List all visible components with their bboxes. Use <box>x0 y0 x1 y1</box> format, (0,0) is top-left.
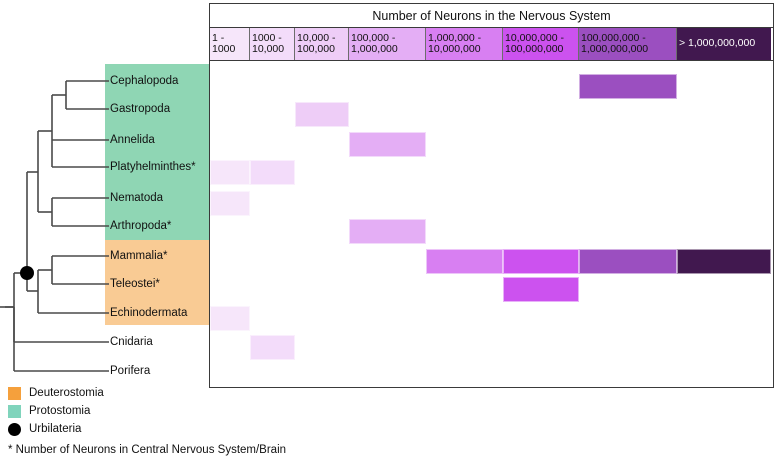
legend-dot-urbilateria <box>8 423 21 436</box>
matrix-bar-cnidaria-bin-2 <box>250 335 295 360</box>
taxon-label-cephalopoda: Cephalopoda <box>110 75 179 87</box>
taxon-label-platyhelminthes: Platyhelminthes* <box>110 161 196 173</box>
matrix-bar-platyhelminthes-bin-1 <box>210 160 250 185</box>
bin-range-line-1: 100,000 - <box>351 31 396 44</box>
matrix-bar-echinodermata-bin-1 <box>210 306 250 331</box>
matrix-bar-platyhelminthes-bin-2 <box>250 160 295 185</box>
matrix-bar-teleostei-bin-6 <box>503 277 579 302</box>
taxon-label-arthropoda: Arthropoda* <box>110 220 172 232</box>
legend-label-urbilateria: Urbilateria <box>29 423 82 435</box>
bin-range-line-1: 1000 - <box>252 31 282 44</box>
bin-range-line-2: 100,000 <box>297 43 335 55</box>
figure-legend: Deuterostomia Protostomia Urbilateria * … <box>8 385 428 457</box>
taxon-label-mammalia: Mammalia* <box>110 250 168 262</box>
legend-item-deuterostomia: Deuterostomia <box>8 385 428 402</box>
matrix-bin-header-1: 1 -1000 <box>210 28 250 60</box>
bin-range-line-1: > 1,000,000,000 <box>679 37 756 50</box>
matrix-bar-gastropoda-bin-3 <box>295 102 349 127</box>
urbilateria-node-marker <box>20 266 34 280</box>
matrix-bar-mammalia-bin-6 <box>503 249 579 274</box>
legend-footnote: * Number of Neurons in Central Nervous S… <box>8 444 287 456</box>
matrix-bar-mammalia-bin-8 <box>677 249 771 274</box>
bin-range-line-1: 100,000,000 - <box>581 31 646 44</box>
matrix-bar-mammalia-bin-7 <box>579 249 677 274</box>
matrix-bar-arthropoda-bin-4 <box>349 219 426 244</box>
legend-label-deuterostomia: Deuterostomia <box>29 387 104 399</box>
clade-band-deuterostomia <box>105 240 209 325</box>
legend-item-protostomia: Protostomia <box>8 403 428 420</box>
bin-range-line-2: 100,000,000 <box>505 43 564 55</box>
legend-label-protostomia: Protostomia <box>29 405 91 417</box>
bin-range-line-2: 1000 <box>212 43 236 55</box>
matrix-bin-header-4: 100,000 -1,000,000 <box>349 28 426 60</box>
matrix-bar-cephalopoda-bin-7 <box>579 74 677 99</box>
neuron-count-matrix: Number of Neurons in the Nervous System … <box>209 3 774 388</box>
bin-range-line-1: 10,000,000 - <box>505 31 564 44</box>
bin-range-line-1: 1 - <box>212 31 225 44</box>
taxon-label-annelida: Annelida <box>110 134 155 146</box>
matrix-bin-header-5: 1,000,000 -10,000,000 <box>426 28 503 60</box>
matrix-bar-annelida-bin-4 <box>349 132 426 157</box>
matrix-bin-header-8: > 1,000,000,000 <box>677 28 771 60</box>
taxon-label-nematoda: Nematoda <box>110 192 164 204</box>
bin-range-line-2: 1,000,000,000 <box>581 43 649 55</box>
bin-range-line-1: 10,000 - <box>297 31 336 44</box>
matrix-title: Number of Neurons in the Nervous System <box>210 4 773 28</box>
matrix-bin-header-2: 1000 -10,000 <box>250 28 295 60</box>
matrix-bin-header-6: 10,000,000 -100,000,000 <box>503 28 579 60</box>
matrix-bar-nematoda-bin-1 <box>210 191 250 216</box>
bin-range-line-2: 10,000 <box>252 43 285 55</box>
taxon-label-echinodermata: Echinodermata <box>110 307 188 319</box>
matrix-bin-header-3: 10,000 -100,000 <box>295 28 349 60</box>
matrix-bar-mammalia-bin-5 <box>426 249 503 274</box>
bin-range-line-2: 1,000,000 <box>351 43 398 55</box>
legend-swatch-protostomia <box>8 405 21 418</box>
bin-range-line-1: 1,000,000 - <box>428 31 482 44</box>
bin-range-line-2: 10,000,000 <box>428 43 481 55</box>
matrix-body <box>210 61 773 386</box>
taxon-label-cnidaria: Cnidaria <box>110 336 153 348</box>
clade-band-protostomia <box>105 64 209 240</box>
cladogram <box>0 80 109 372</box>
taxon-label-gastropoda: Gastropoda <box>110 103 171 115</box>
legend-item-urbilateria: Urbilateria <box>8 421 428 438</box>
matrix-bin-header-7: 100,000,000 -1,000,000,000 <box>579 28 677 60</box>
taxon-label-teleostei: Teleostei* <box>110 278 160 290</box>
taxon-label-porifera: Porifera <box>110 365 151 377</box>
legend-swatch-deuterostomia <box>8 387 21 400</box>
